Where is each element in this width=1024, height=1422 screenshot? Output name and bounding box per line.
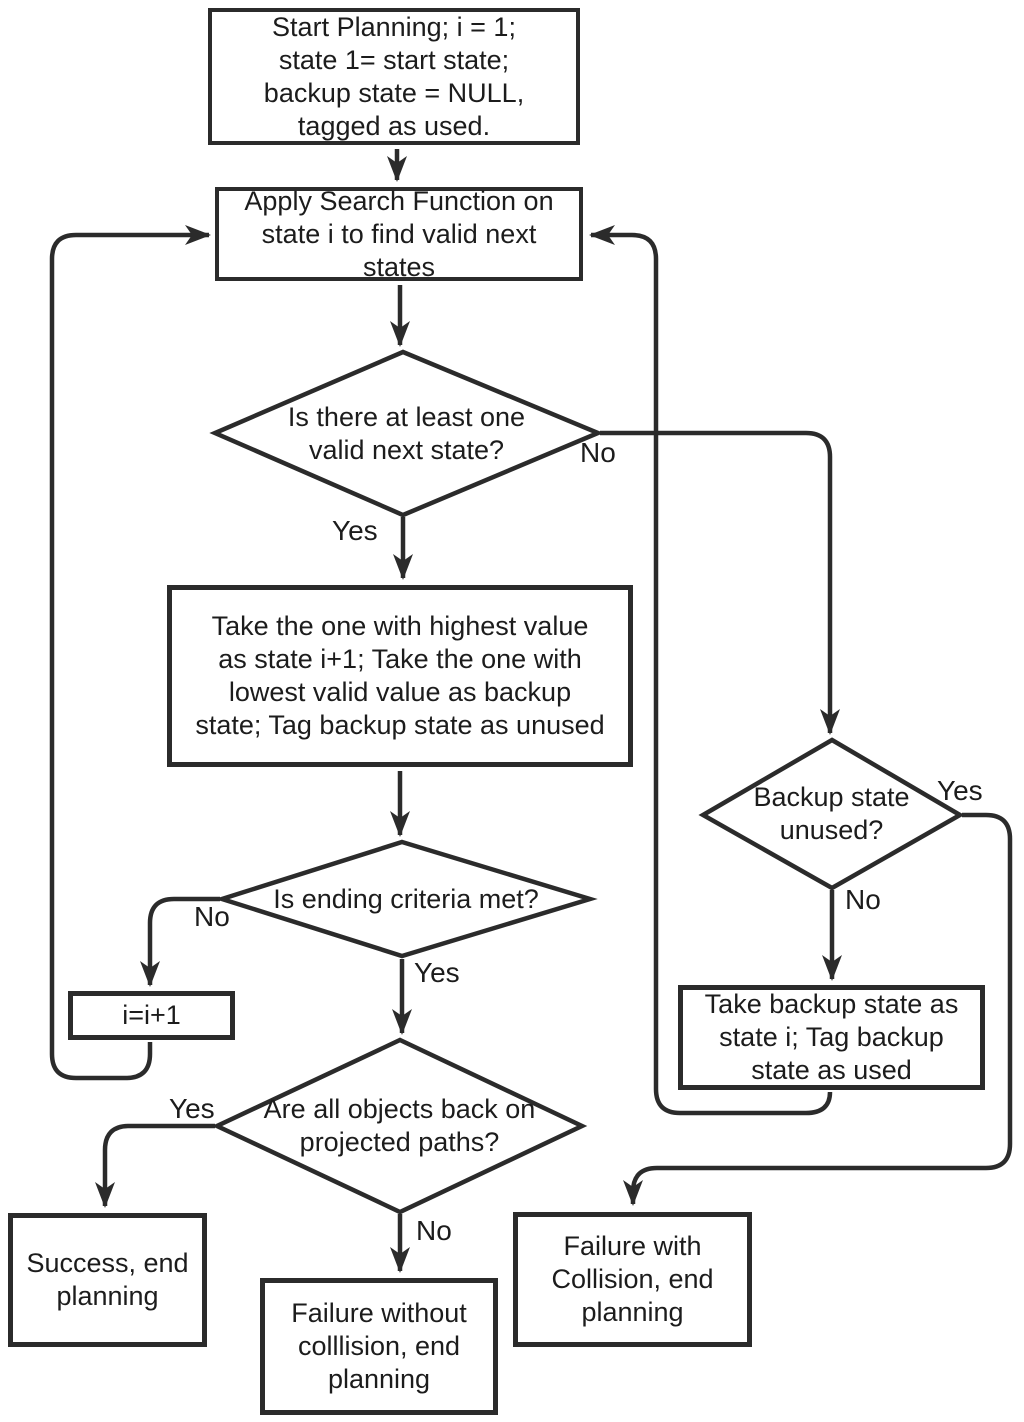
- edge-take-backup-loop-to-apply: [589, 225, 833, 1116]
- branch-label-ending-no: No: [194, 901, 230, 932]
- diamond-objects-back: [211, 1037, 588, 1215]
- node-take-highest-value: Take the one with highest value as state…: [167, 585, 633, 767]
- node-increment-i: i=i+1: [68, 991, 235, 1040]
- branch-label-backup-yes: Yes: [937, 775, 983, 806]
- edge-objects-yes: [95, 1123, 215, 1208]
- diamond-ending-criteria: [214, 839, 598, 959]
- edge-ending-no: [140, 896, 220, 987]
- branch-label-valid-next-yes: Yes: [332, 515, 378, 546]
- branch-label-objects-yes: Yes: [169, 1093, 215, 1124]
- edge-valid-next-no: [600, 430, 840, 735]
- node-start-planning: Start Planning; i = 1; state 1= start st…: [208, 8, 580, 145]
- branch-label-objects-no: No: [416, 1215, 452, 1246]
- node-success-end-planning: Success, end planning: [8, 1213, 207, 1347]
- edge-backup-yes: [623, 812, 1013, 1206]
- diamond-valid-next-state: [209, 349, 604, 518]
- branch-label-backup-no: No: [845, 884, 881, 915]
- branch-label-ending-yes: Yes: [414, 957, 460, 988]
- diamond-backup-unused: [698, 737, 965, 891]
- node-apply-search-function: Apply Search Function on state i to find…: [215, 186, 583, 282]
- edge-increment-loop-to-apply: [49, 225, 211, 1081]
- branch-label-valid-next-no: No: [580, 437, 616, 468]
- node-failure-without-collision: Failure without colllision, end planning: [260, 1278, 498, 1415]
- node-take-backup-state: Take backup state as state i; Tag backup…: [678, 985, 985, 1090]
- node-failure-with-collision: Failure with Collision, end planning: [513, 1212, 752, 1347]
